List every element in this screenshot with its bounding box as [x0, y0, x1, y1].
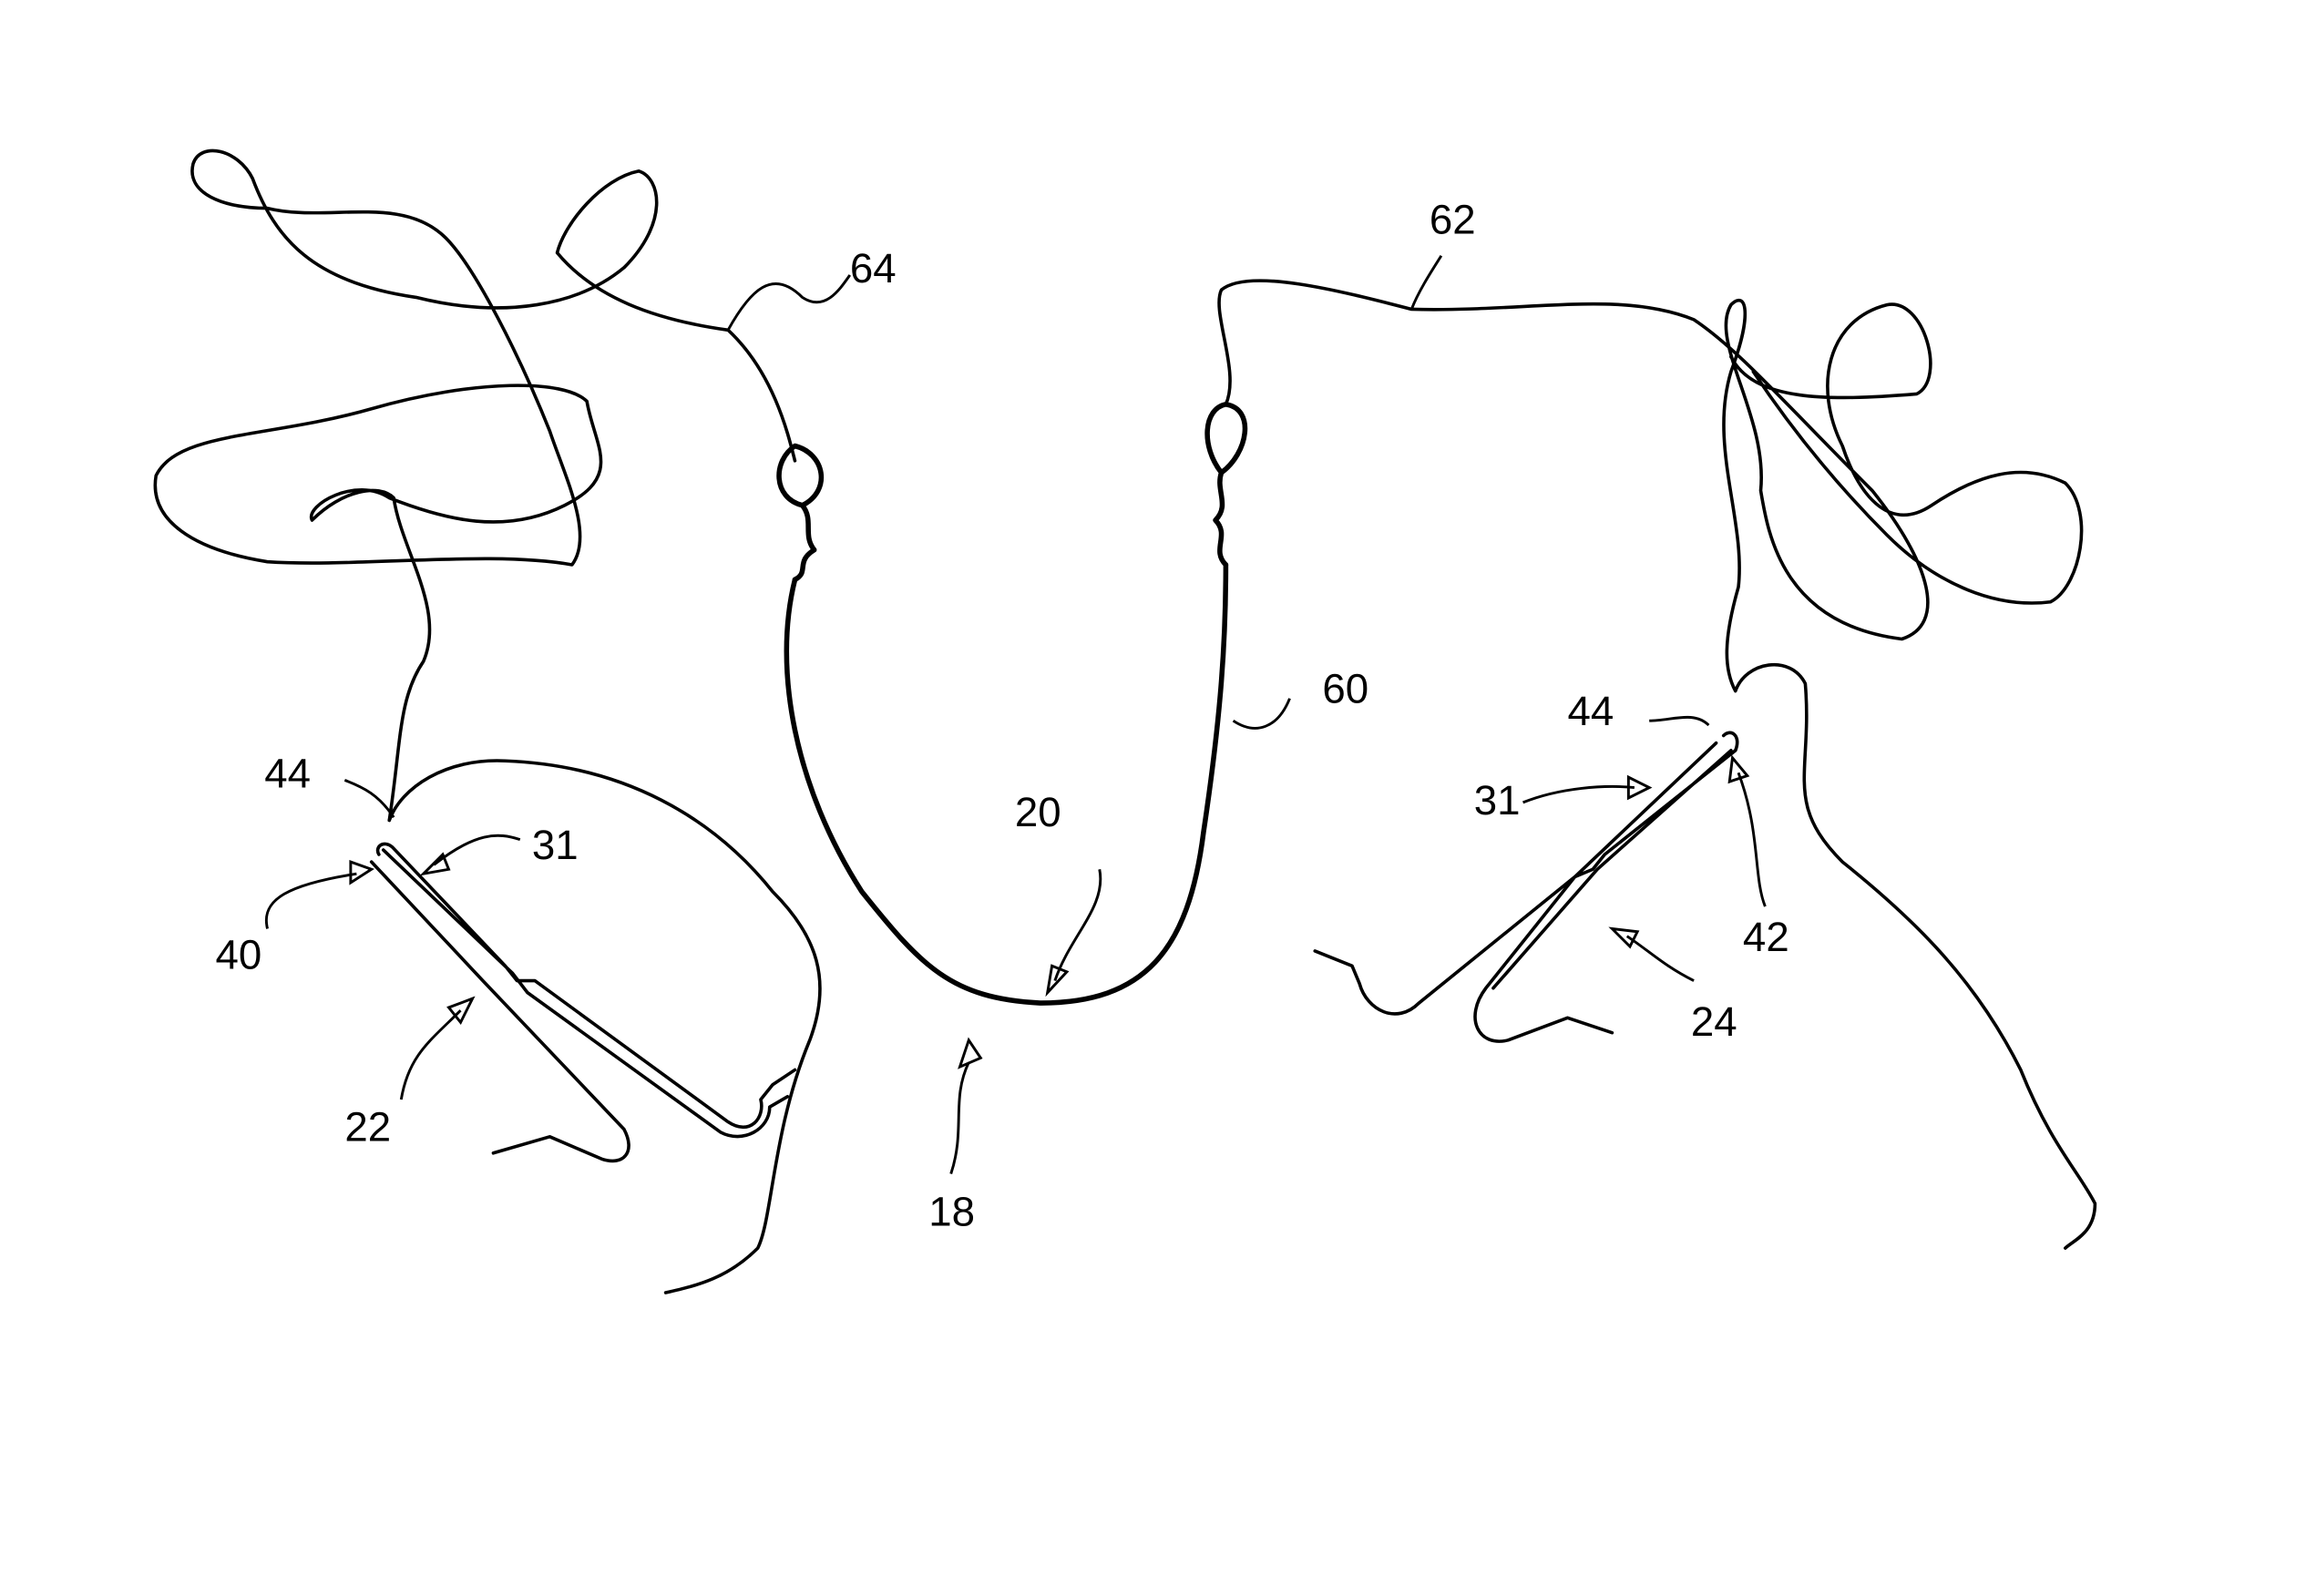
label-24: 24	[1691, 998, 1737, 1045]
left-loop	[776, 443, 825, 583]
left-free-strand	[387, 759, 822, 1294]
label-60: 60	[1322, 666, 1368, 712]
hook-left	[369, 842, 797, 1163]
label-44-right: 44	[1567, 688, 1614, 734]
right-string	[1217, 279, 2097, 1250]
label-64: 64	[850, 245, 897, 292]
central-wire	[784, 562, 1229, 1006]
hook-right	[1313, 731, 1739, 1043]
label-18: 18	[928, 1189, 975, 1235]
label-31-right: 31	[1474, 777, 1521, 824]
left-string	[153, 148, 797, 823]
label-40: 40	[215, 932, 261, 978]
label-44-left: 44	[264, 751, 311, 797]
label-20: 20	[1015, 789, 1061, 835]
label-62: 62	[1430, 196, 1476, 242]
label-22: 22	[344, 1104, 391, 1151]
right-loop	[1204, 402, 1248, 568]
label-31-left: 31	[532, 822, 579, 868]
label-42: 42	[1743, 914, 1789, 960]
